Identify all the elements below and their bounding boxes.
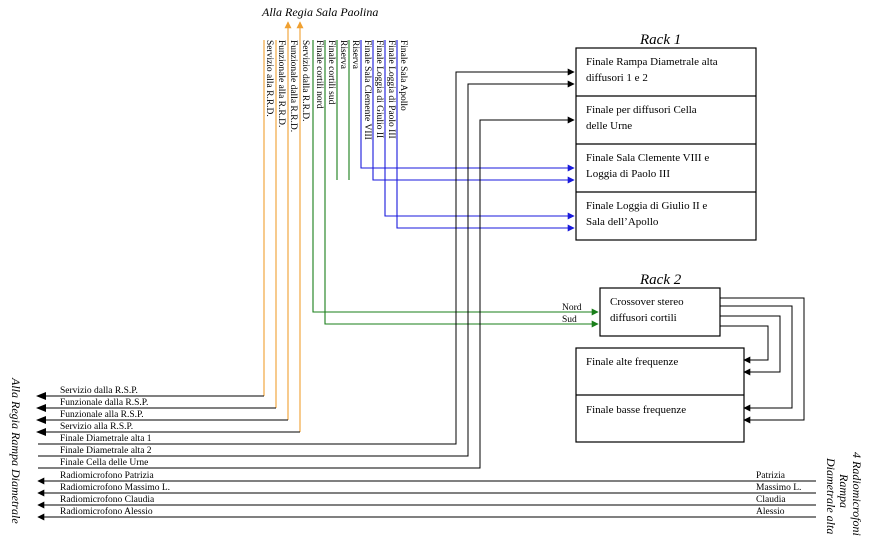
rack-1-module: Finale Loggia di Giulio II e Sala dell’A… <box>586 200 707 228</box>
mic-label: Claudia <box>756 495 786 505</box>
mic-label: Patrizia <box>756 471 786 481</box>
bottom-line-labels: Servizio dalla R.S.P. Funzionale dalla R… <box>60 386 170 517</box>
line-label: Finale Diametrale alta 1 <box>60 434 152 444</box>
rack-1-module: Finale Sala Clemente VIII e Loggia di Pa… <box>586 152 709 180</box>
line-label: Finale Diametrale alta 2 <box>60 446 152 456</box>
rack-1-module: Finale per diffusori Cella delle Urne <box>586 104 697 132</box>
svg-text:Loggia di Paolo III: Loggia di Paolo III <box>586 168 670 180</box>
wire-cortili-nord <box>312 40 599 316</box>
svg-text:Diametrale alta: Diametrale alta <box>824 457 838 534</box>
black-feed-lines <box>38 68 575 469</box>
svg-text:4 Radiomicrofoni: 4 Radiomicrofoni <box>850 452 864 536</box>
rack-1-title: Rack 1 <box>639 32 681 48</box>
input-label-sud: Sud <box>562 315 577 325</box>
vlabel: Riserva <box>338 40 348 70</box>
rack-1-module: Finale Rampa Diametrale alta diffusori 1… <box>586 56 718 84</box>
wire-cortili-sud <box>324 40 599 328</box>
svg-text:Finale Sala Clemente VIII e: Finale Sala Clemente VIII e <box>586 152 709 164</box>
right-title: 4 Radiomicrofoni Rampa Diametrale alta <box>824 452 864 536</box>
amp-high-label: Finale alte frequenze <box>586 356 678 368</box>
crossover-box <box>599 287 721 337</box>
svg-text:Finale Rampa Diametrale alta: Finale Rampa Diametrale alta <box>586 56 718 68</box>
line-label: Radiomicrofono Alessio <box>60 506 153 517</box>
line-label: Radiomicrofono Claudia <box>60 494 155 505</box>
line-label: Radiomicrofono Patrizia <box>60 470 154 481</box>
wire-loggia-giulio <box>384 40 575 220</box>
top-title: Alla Regia Sala Paolina <box>261 5 378 19</box>
vlabel: Finale cortili nord <box>314 40 324 109</box>
line-label: Radiomicrofono Massimo L. <box>60 482 170 493</box>
svg-text:Rampa: Rampa <box>837 473 851 508</box>
vlabel: Finale cortili sud <box>326 40 336 105</box>
wire-sala-apollo <box>396 40 575 232</box>
orange-service-lines <box>263 21 304 432</box>
line-label: Funzionale dalla R.S.P. <box>60 398 148 408</box>
wire-diametrale-alta-2 <box>38 80 575 457</box>
vlabel: Finale Loggia di Giulio II <box>374 40 384 138</box>
line-label: Funzionale alla R.S.P. <box>60 410 144 420</box>
rack-1: Rack 1 Finale Rampa Diametrale alta diff… <box>575 32 757 241</box>
vlabel: Finale Loggia di Paolo III <box>386 40 396 139</box>
left-arrowheads <box>36 392 46 436</box>
svg-text:Sala dell’Apollo: Sala dell’Apollo <box>586 216 659 228</box>
vlabel: Riserva <box>350 40 360 70</box>
wire-cella-urne <box>38 116 575 469</box>
left-title: Alla Regia Rampa Diametrale <box>9 377 23 524</box>
vlabel: Finale Sala Clemente VIII <box>362 40 372 140</box>
vlabel: Funzionale alla R.R.D. <box>276 40 286 127</box>
mic-label: Alessio <box>756 507 785 517</box>
crossover-label: diffusori cortili <box>610 312 677 324</box>
blue-finale-lines <box>360 40 575 232</box>
mic-short-labels: Patrizia Massimo L. Claudia Alessio <box>756 471 801 517</box>
vlabel: Servizio alla R.R.D. <box>264 40 274 117</box>
crossover-label: Crossover stereo <box>610 296 684 308</box>
wire-loggia-paolo <box>372 40 575 184</box>
mic-lines <box>37 477 816 521</box>
vlabel: Finale Sala Apollo <box>398 40 408 111</box>
green-cortili-lines <box>312 40 599 328</box>
wire-diametrale-alta-1 <box>38 68 575 445</box>
line-label: Servizio dalla R.S.P. <box>60 386 138 396</box>
svg-text:delle Urne: delle Urne <box>586 120 632 132</box>
input-label-nord: Nord <box>562 303 582 313</box>
rack-2: Rack 2 Crossover stereo diffusori cortil… <box>562 272 805 443</box>
svg-text:Finale Loggia di Giulio II e: Finale Loggia di Giulio II e <box>586 200 707 212</box>
line-label: Finale Cella delle Urne <box>60 458 148 468</box>
rack-2-title: Rack 2 <box>639 272 682 288</box>
mic-label: Massimo L. <box>756 483 801 493</box>
orange-line-horizontals <box>38 395 300 433</box>
svg-text:Finale per diffusori Cella: Finale per diffusori Cella <box>586 104 697 116</box>
svg-text:diffusori 1 e 2: diffusori 1 e 2 <box>586 72 648 84</box>
line-label: Servizio alla R.S.P. <box>60 422 133 432</box>
amp-low-label: Finale basse frequenze <box>586 404 686 416</box>
vertical-labels: Servizio alla R.R.D. Funzionale alla R.R… <box>264 40 408 140</box>
vlabel: Funzionale dalla R.R.D. <box>288 40 298 132</box>
wire-sala-clemente <box>360 40 575 172</box>
vlabel: Servizio dalla R.R.D. <box>300 40 310 122</box>
